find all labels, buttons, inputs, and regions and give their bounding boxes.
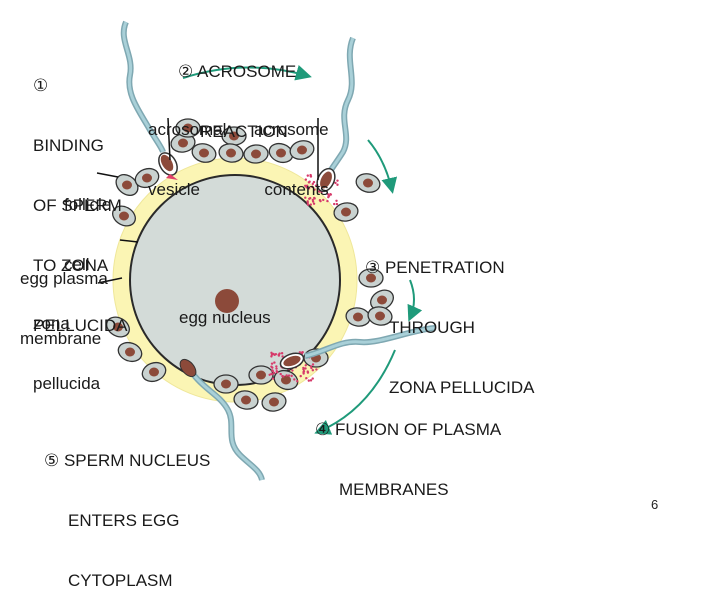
- follicle-cell: [134, 167, 160, 189]
- step-2-label: ② ACROSOME REACTION: [178, 62, 297, 141]
- follicle-cell: [248, 365, 274, 385]
- follicle-cell: [345, 307, 371, 327]
- follicle-cell-label: follicle cell: [64, 195, 112, 274]
- acrosomal-vesicle-label: acrosomal vesicle: [148, 120, 227, 199]
- follicle-cell: [117, 341, 143, 363]
- sperm-step-2: [316, 36, 356, 193]
- follicle-cell: [358, 268, 384, 288]
- follicle-cell: [106, 316, 130, 338]
- leader-follicle-cell: [96, 172, 119, 178]
- follicle-cell: [273, 369, 299, 391]
- follicle-cell: [243, 144, 269, 164]
- sperm-step-1: [120, 20, 178, 180]
- step-3-label: ③ PENETRATION THROUGH ZONA PELLUCIDA: [365, 258, 535, 397]
- zona-pellucida-label: zona pellucida: [33, 314, 101, 393]
- sperm-step-5: [179, 358, 265, 481]
- follicle-cell: [218, 143, 244, 163]
- follicle-cell: [141, 361, 167, 383]
- arrow-step-4-to-5: [314, 349, 396, 435]
- leader-acrosomal-vesicle: [167, 117, 171, 161]
- follicle-cell: [370, 289, 394, 311]
- follicle-cell: [175, 118, 201, 138]
- page-number: 6: [651, 497, 659, 512]
- step-5-label: ⑤ SPERM NUCLEUS ENTERS EGG CYTOPLASM: [44, 451, 211, 590]
- follicle-cell: [213, 374, 239, 394]
- step-1-label: ① BINDING OF SPERM TO ZONA PELLUCIDA: [33, 76, 128, 335]
- follicle-cell: [367, 306, 393, 326]
- follicle-cell: [355, 173, 381, 193]
- egg-plasma-membrane-label: egg plasma membrane: [20, 269, 108, 348]
- follicle-cell: [191, 143, 217, 163]
- arrow-step-2-to-3: [367, 139, 398, 194]
- sperm-step-4: [279, 325, 436, 370]
- follicle-cell: [112, 205, 136, 227]
- follicle-cell: [233, 390, 259, 410]
- leader-egg-plasma-membrane: [119, 239, 139, 243]
- follicle-cells: [106, 118, 394, 412]
- egg-nucleus: [215, 289, 239, 313]
- follicle-cell: [289, 140, 315, 160]
- follicle-cell: [221, 126, 247, 146]
- fertilization-diagram: [96, 20, 436, 481]
- follicle-cell: [261, 392, 287, 412]
- leader-zona-pellucida: [97, 277, 123, 284]
- follicle-cell: [333, 202, 359, 222]
- step-4-label: ④ FUSION OF PLASMA MEMBRANES: [315, 420, 502, 499]
- arrow-step-1-to-2: [182, 65, 312, 81]
- acrosome-contents-label: acrosome contents: [254, 120, 329, 199]
- egg-nucleus-label: egg nucleus: [179, 308, 271, 327]
- arrow-step-3-to-4: [407, 279, 423, 322]
